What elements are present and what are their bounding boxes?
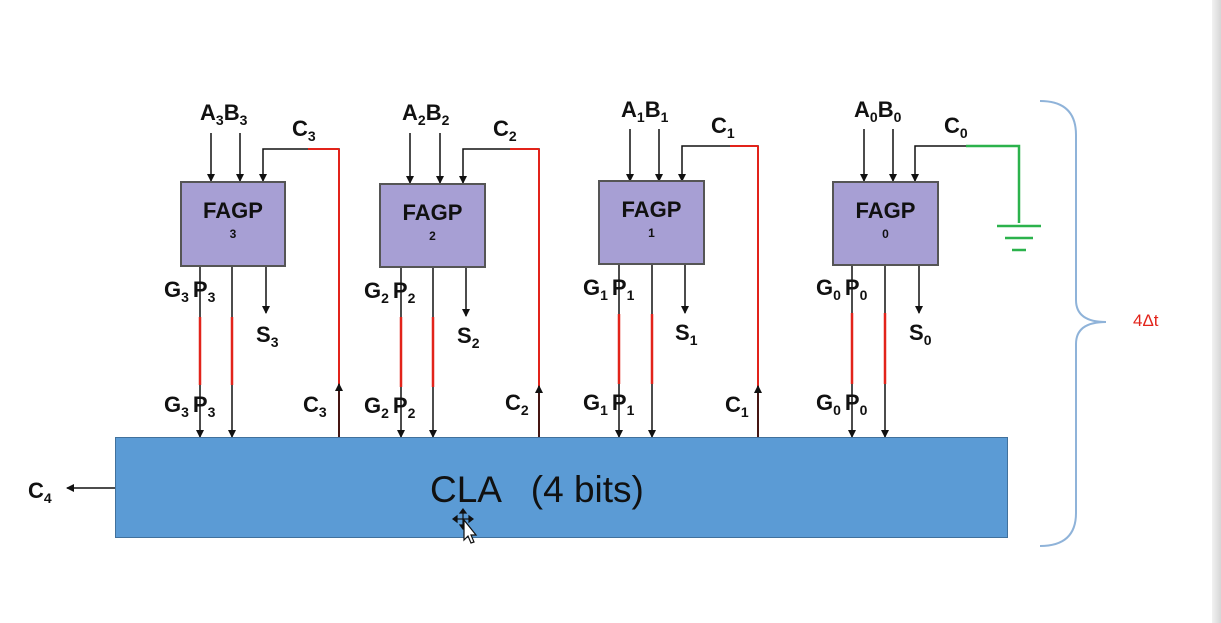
fagp-block-3: FAGP 3 xyxy=(180,181,286,267)
carry-label-c2-top: C2 xyxy=(493,116,517,144)
cla-carry-label-c1: C1 xyxy=(725,392,749,420)
block-title: FAGP xyxy=(855,198,916,223)
block-title: FAGP xyxy=(621,197,682,222)
sum-label-s0: S0 xyxy=(909,320,932,348)
delay-label: 4Δt xyxy=(1133,311,1159,330)
sum-label-s3: S3 xyxy=(256,322,279,350)
carry-out-label-c4: C4 xyxy=(28,478,52,506)
block-index: 0 xyxy=(882,227,889,241)
input-label-a2b2: A2B2 xyxy=(402,100,450,128)
input-label-a3b3: A3B3 xyxy=(200,100,248,128)
fagp-block-0: FAGP 0 xyxy=(832,181,939,266)
block-title: FAGP xyxy=(203,198,263,223)
sum-label-s1: S1 xyxy=(675,320,698,348)
block-index: 1 xyxy=(648,226,655,240)
carry-label-c1-top: C1 xyxy=(711,113,735,141)
sum-label-s2: S2 xyxy=(457,323,480,351)
cla-label: CLA (4 bits) xyxy=(430,469,644,510)
carry-label-c0: C0 xyxy=(944,113,968,141)
block-index: 3 xyxy=(229,227,237,241)
ground-symbol xyxy=(966,144,1041,252)
delay-brace xyxy=(1039,100,1107,547)
fagp-block-1: FAGP 1 xyxy=(598,180,705,265)
block-3-wires xyxy=(196,133,343,438)
fagp-block-2: FAGP 2 xyxy=(379,183,486,268)
block-index: 2 xyxy=(429,229,436,243)
carry-label-c3-top: C3 xyxy=(292,116,316,144)
block-title: FAGP xyxy=(402,200,463,225)
cla-carry-label-c3: C3 xyxy=(303,392,327,420)
block-0-wires xyxy=(848,129,966,438)
cla-carry-label-c2: C2 xyxy=(505,390,529,418)
page-edge xyxy=(1212,0,1221,623)
block-1-wires xyxy=(615,129,762,438)
block-2-wires xyxy=(397,133,543,438)
cla-block xyxy=(115,437,1008,538)
move-cursor-icon xyxy=(452,508,478,544)
input-label-a1b1: A1B1 xyxy=(621,97,669,125)
input-label-a0b0: A0B0 xyxy=(854,97,902,125)
